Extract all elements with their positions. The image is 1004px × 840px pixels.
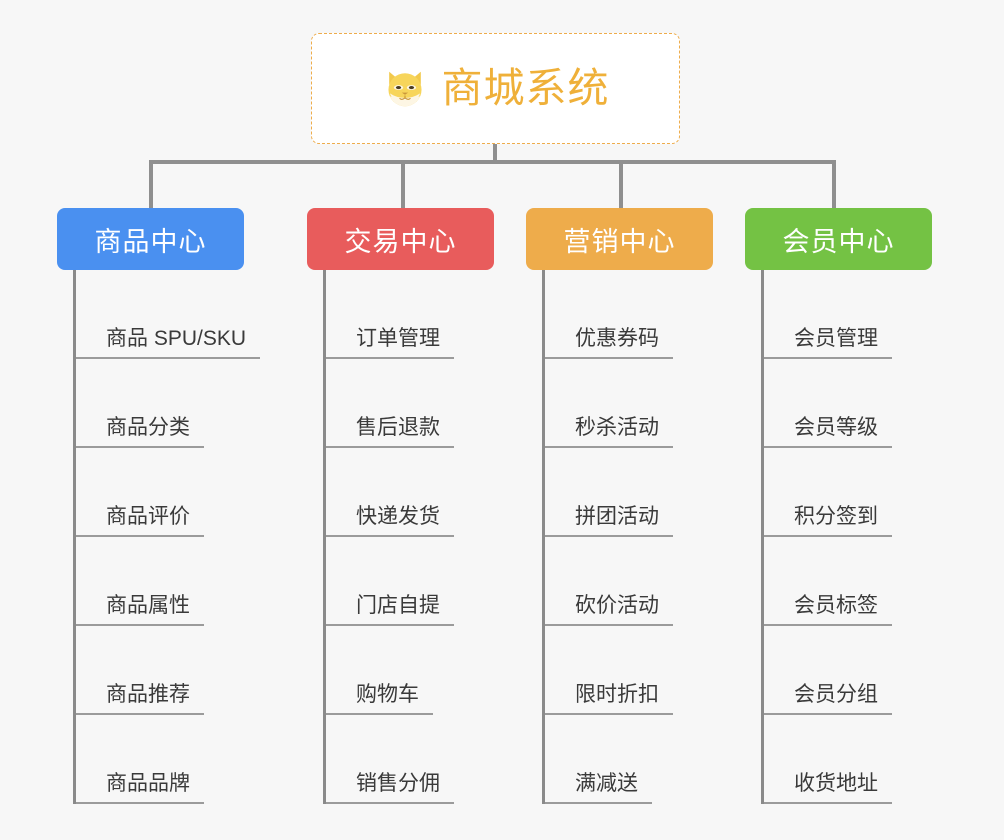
leaf-item-label: 商品 SPU/SKU — [76, 322, 261, 359]
leaf-item-label: 满减送 — [545, 767, 652, 804]
leaf-item-label: 积分签到 — [764, 500, 892, 537]
connector-drop-4 — [832, 160, 836, 208]
branch-header-member-center[interactable]: 会员中心 — [745, 208, 932, 270]
leaf-item[interactable]: 销售分佣 — [326, 715, 494, 804]
branch-header-marketing-center[interactable]: 营销中心 — [526, 208, 713, 270]
leaf-item-label: 门店自提 — [326, 589, 454, 626]
root-node[interactable]: 商城系统 — [311, 33, 680, 144]
leaf-item[interactable]: 商品评价 — [76, 448, 244, 537]
leaf-item[interactable]: 商品推荐 — [76, 626, 244, 715]
leaf-item[interactable]: 购物车 — [326, 626, 494, 715]
leaf-item[interactable]: 售后退款 — [326, 359, 494, 448]
leaf-item[interactable]: 商品 SPU/SKU — [76, 270, 261, 359]
leaf-item[interactable]: 商品分类 — [76, 359, 244, 448]
leaf-item-label: 售后退款 — [326, 411, 454, 448]
connector-root-stem — [493, 144, 497, 164]
leaf-item-label: 商品推荐 — [76, 678, 204, 715]
leaf-item[interactable]: 秒杀活动 — [545, 359, 713, 448]
leaf-item[interactable]: 满减送 — [545, 715, 713, 804]
branch-column-member-center: 会员中心 会员管理会员等级积分签到会员标签会员分组收货地址 — [745, 208, 932, 804]
branch-column-product-center: 商品中心 商品 SPU/SKU 商品分类商品评价商品属性商品推荐商品品牌 — [57, 208, 261, 804]
leaf-item-label: 商品属性 — [76, 589, 204, 626]
leaf-item-label: 会员分组 — [764, 678, 892, 715]
branch-header-trade-center[interactable]: 交易中心 — [307, 208, 494, 270]
leaf-item[interactable]: 优惠券码 — [545, 270, 713, 359]
connector-drop-3 — [619, 160, 623, 208]
root-title: 商城系统 — [441, 65, 610, 111]
leaf-item[interactable]: 商品品牌 — [76, 715, 244, 804]
leaf-item-label: 会员标签 — [764, 589, 892, 626]
leaf-item-label: 收货地址 — [764, 767, 892, 804]
leaf-item-label: 优惠券码 — [545, 322, 673, 359]
leaf-item-label: 砍价活动 — [545, 589, 673, 626]
leaf-item-label: 快递发货 — [326, 500, 454, 537]
branch-column-trade-center: 交易中心 订单管理售后退款快递发货门店自提购物车销售分佣 — [307, 208, 494, 804]
leaf-item-label: 订单管理 — [326, 322, 454, 359]
leaf-item[interactable]: 会员管理 — [764, 270, 932, 359]
leaf-list-trade-center: 订单管理售后退款快递发货门店自提购物车销售分佣 — [323, 270, 494, 804]
leaf-item-label: 购物车 — [326, 678, 433, 715]
leaf-item[interactable]: 拼团活动 — [545, 448, 713, 537]
leaf-item-label: 拼团活动 — [545, 500, 673, 537]
leaf-item[interactable]: 门店自提 — [326, 537, 494, 626]
leaf-item[interactable]: 快递发货 — [326, 448, 494, 537]
leaf-item-label: 商品评价 — [76, 500, 204, 537]
leaf-item[interactable]: 订单管理 — [326, 270, 494, 359]
leaf-item[interactable]: 积分签到 — [764, 448, 932, 537]
leaf-item[interactable]: 会员标签 — [764, 537, 932, 626]
shiba-dog-icon — [387, 71, 422, 106]
leaf-item[interactable]: 砍价活动 — [545, 537, 713, 626]
connector-drop-2 — [401, 160, 405, 208]
leaf-list-product-center: 商品 SPU/SKU 商品分类商品评价商品属性商品推荐商品品牌 — [73, 270, 261, 804]
leaf-item[interactable]: 会员分组 — [764, 626, 932, 715]
leaf-item-label: 会员管理 — [764, 322, 892, 359]
leaf-item[interactable]: 收货地址 — [764, 715, 932, 804]
leaf-list-marketing-center: 优惠券码秒杀活动拼团活动砍价活动限时折扣满减送 — [542, 270, 713, 804]
leaf-item[interactable]: 会员等级 — [764, 359, 932, 448]
leaf-item[interactable]: 商品属性 — [76, 537, 244, 626]
branch-column-marketing-center: 营销中心 优惠券码秒杀活动拼团活动砍价活动限时折扣满减送 — [526, 208, 713, 804]
leaf-item-label: 销售分佣 — [326, 767, 454, 804]
leaf-item-label: 商品品牌 — [76, 767, 204, 804]
leaf-item-label: 限时折扣 — [545, 678, 673, 715]
branch-header-product-center[interactable]: 商品中心 — [57, 208, 244, 270]
leaf-item-label: 会员等级 — [764, 411, 892, 448]
connector-drop-1 — [149, 160, 153, 208]
leaf-item-label: 商品分类 — [76, 411, 204, 448]
leaf-list-member-center: 会员管理会员等级积分签到会员标签会员分组收货地址 — [761, 270, 932, 804]
connector-horizontal-bus — [149, 160, 834, 164]
leaf-item-label: 秒杀活动 — [545, 411, 673, 448]
leaf-item[interactable]: 限时折扣 — [545, 626, 713, 715]
